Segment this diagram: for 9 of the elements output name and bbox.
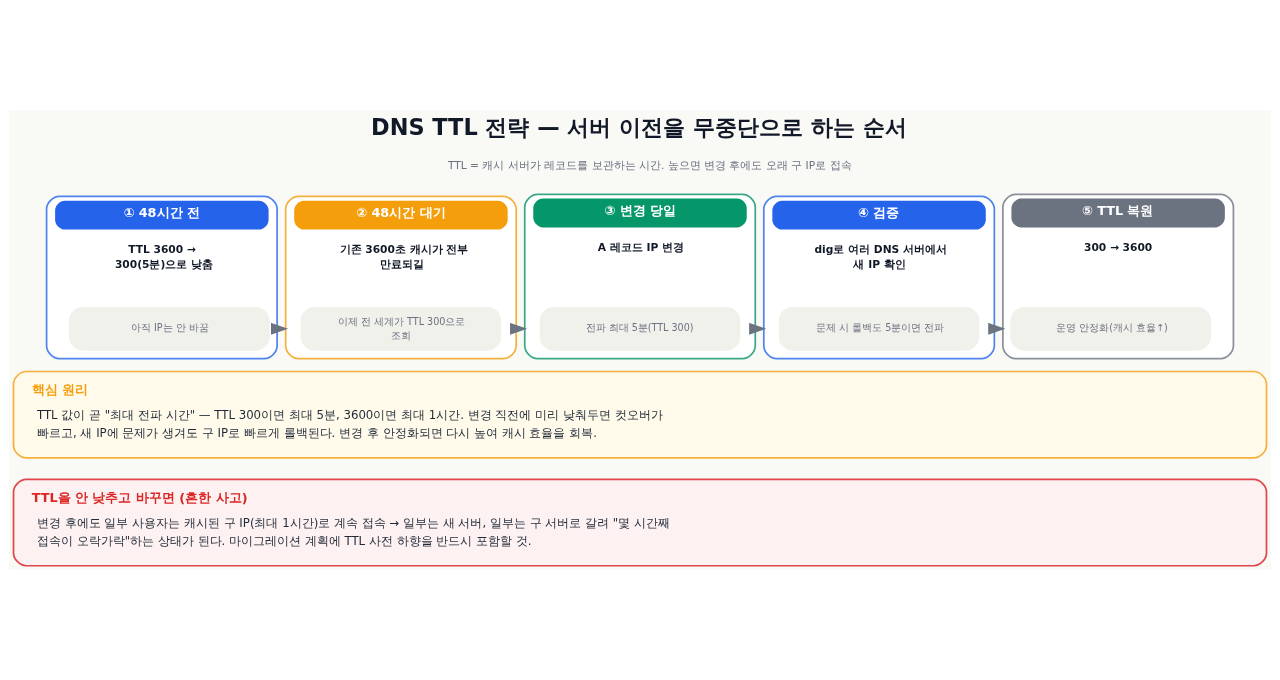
node-box: 아직 IP는 안 바꿈 bbox=[69, 306, 270, 351]
diagram-title: DNS TTL 전략 — 서버 이전을 무중단으로 하는 순서 bbox=[371, 114, 907, 141]
label: TTL = 캐시 서버가 레코드를 보관하는 시간. 높으면 변경 후에도 오래 구 IP로 접속 bbox=[447, 159, 852, 173]
arrow bbox=[510, 322, 528, 335]
arrow bbox=[271, 322, 289, 335]
node-box: TTL을 안 낮추고 바꾸면 (흔한 사고) 변경 후에도 일부 사용자는 캐시된 구 IP(최대 1시간)로 계속 접속 → 일부는 새 서버, 일부는 구 서버로 갈려 "몇 시간째 접속이 오락가락"하는 상태가 된다. 마이그레이션 계획에 TTL 사전 하향을 반드시 포함할 것. bbox=[12, 478, 1268, 567]
arrow bbox=[749, 322, 767, 335]
node-box: 핵심 원리 TTL 값이 곧 "최대 전파 시간" — TTL 300이면 최대 5분, 3600이면 최대 1시간. 변경 직전에 미리 낮춰두면 컷오버가 빠르고, 새 IP에 문제가 생겨도 구 IP로 빠르게 롤백된다. 변경 후 안정화되면 다시 높여 캐시 효율을 회복. bbox=[12, 370, 1268, 459]
arrow bbox=[988, 322, 1006, 335]
